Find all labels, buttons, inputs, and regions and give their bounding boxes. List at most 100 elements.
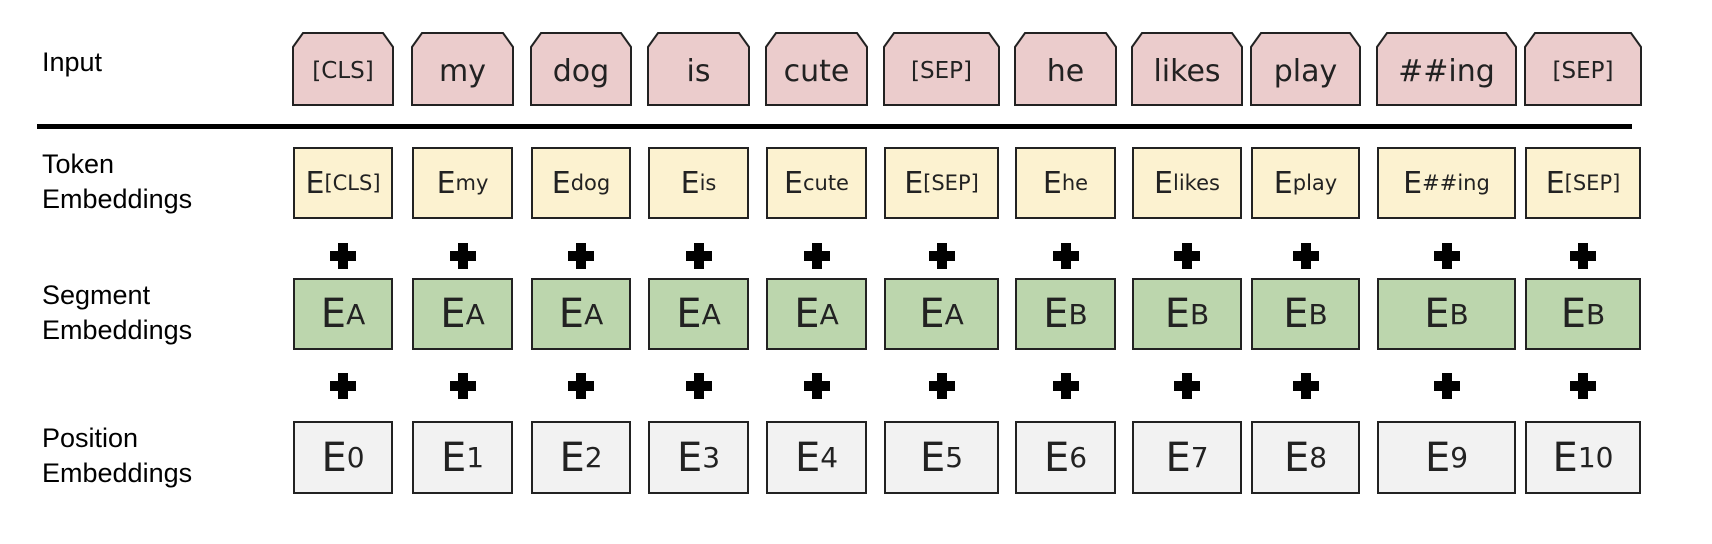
embedding-subscript: 7: [1190, 441, 1209, 474]
plus-icon: [1174, 373, 1200, 399]
embedding-letter: E: [1164, 291, 1191, 337]
embedding-letter: E: [558, 291, 585, 337]
plus-icon: [568, 373, 594, 399]
embedding-letter: E: [440, 434, 467, 481]
row-label-input: Input: [42, 47, 103, 77]
plus-icon: [685, 373, 712, 399]
embedding-subscript: 5: [945, 441, 964, 474]
embedding-subscript: 4: [820, 441, 839, 474]
embedding-subscript: 10: [1577, 441, 1614, 474]
input-token-box: [292, 32, 394, 106]
embedding-subscript: B: [1449, 297, 1469, 331]
embedding-letter: E: [676, 434, 703, 481]
embedding-letter: E: [1154, 165, 1173, 201]
embedding-letter: E: [919, 291, 945, 337]
embedding-subscript: 3: [702, 441, 721, 474]
embedding-subscript: A: [701, 297, 721, 331]
plus-icon: [803, 373, 830, 399]
input-token-box: [1250, 32, 1361, 106]
input-token-text: cute: [783, 53, 850, 89]
plus-icon: [1292, 373, 1319, 399]
embedding-subscript: 0: [346, 441, 365, 474]
embedding-letter: E: [1403, 165, 1423, 201]
embedding-subscript: is: [699, 171, 717, 195]
row-label-segment-line1: Segment: [42, 280, 151, 310]
embedding-letter: E: [784, 165, 803, 201]
input-token-box: [765, 32, 868, 106]
input-token-text: is: [686, 53, 711, 89]
plus-icon: [1570, 373, 1596, 399]
plus-icon: [685, 243, 712, 269]
input-divider: [37, 124, 1632, 129]
plus-icon: [1570, 243, 1596, 269]
embedding-letter: E: [440, 291, 466, 337]
embedding-subscript: A: [346, 297, 366, 331]
embedding-subscript: cute: [802, 171, 849, 195]
row-label-position-line2: Embeddings: [42, 458, 193, 488]
embedding-subscript: A: [465, 297, 485, 331]
embedding-subscript: [CLS]: [324, 171, 381, 195]
input-token-text: likes: [1153, 53, 1221, 89]
embedding-letter: E: [1273, 165, 1293, 201]
embedding-subscript: [SEP]: [923, 171, 979, 195]
embedding-letter: E: [676, 291, 702, 337]
embedding-letter: E: [551, 165, 571, 201]
input-token-box: [1014, 32, 1117, 106]
embedding-letter: E: [1043, 291, 1069, 337]
input-token-text: [CLS]: [312, 58, 374, 84]
input-token-text: [SEP]: [1552, 58, 1614, 84]
embedding-subscript: 6: [1069, 441, 1088, 474]
embedding-subscript: 2: [584, 441, 603, 474]
embedding-letter: E: [1552, 434, 1578, 481]
input-token-text: ##ing: [1398, 53, 1495, 89]
embedding-letter: E: [320, 291, 347, 337]
embedding-letter: E: [904, 165, 924, 201]
embedding-letter: E: [559, 434, 585, 481]
plus-icon: [330, 373, 356, 399]
plus-icon: [1433, 373, 1460, 399]
embedding-subscript: play: [1292, 171, 1338, 195]
embedding-letter: E: [680, 165, 700, 201]
input-token-box: [1524, 32, 1642, 106]
embedding-letter: E: [919, 434, 946, 481]
input-token-text: [SEP]: [911, 58, 972, 84]
plus-icon: [1052, 243, 1079, 269]
input-token-text: play: [1273, 53, 1338, 89]
row-label-position-line1: Position: [42, 423, 139, 453]
plus-icon: [1292, 243, 1319, 269]
plus-icon: [330, 243, 356, 269]
row-label-segment-line2: Embeddings: [42, 315, 193, 345]
input-token-box: [1131, 32, 1243, 106]
embedding-subscript: A: [944, 297, 964, 331]
input-token-box: [411, 32, 514, 106]
embedding-subscript: A: [819, 297, 839, 331]
plus-icon: [928, 373, 955, 399]
input-token-text: he: [1046, 53, 1085, 89]
input-token-box: [1376, 32, 1517, 106]
input-token-text: my: [439, 53, 486, 89]
embedding-letter: E: [794, 434, 821, 481]
